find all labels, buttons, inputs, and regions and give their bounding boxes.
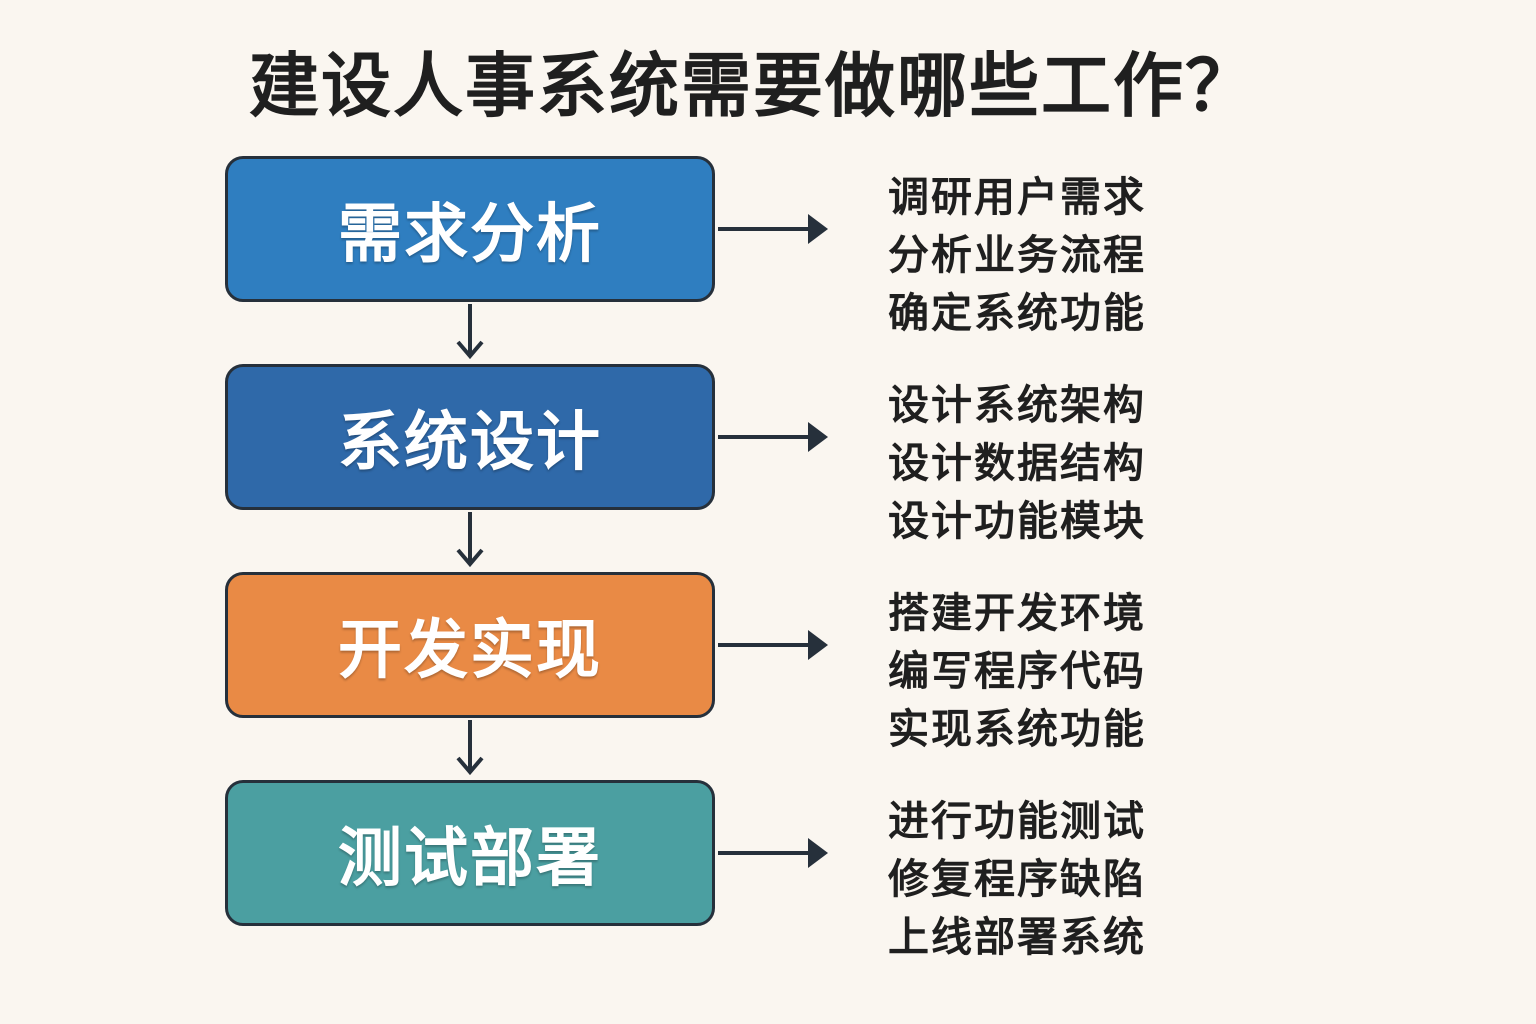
step-detail-item: 进行功能测试 [888,797,1146,845]
step-details-list: 设计系统架构设计数据结构设计功能模块 [888,376,1146,550]
step-box-requirements-analysis: 需求分析 [225,156,715,302]
step-label: 需求分析 [338,198,602,272]
step-detail-item: 分析业务流程 [888,231,1146,279]
step-detail-item: 实现系统功能 [888,705,1146,753]
step-detail-item: 上线部署系统 [888,913,1146,961]
step-details-list: 进行功能测试修复程序缺陷上线部署系统 [888,792,1146,966]
step-detail-item: 设计系统架构 [888,381,1146,429]
down-arrow-icon [456,720,484,776]
down-arrow-icon [456,304,484,360]
step-details-list: 搭建开发环境编写程序代码实现系统功能 [888,584,1146,758]
right-arrow-icon [718,422,828,452]
step-detail-item: 修复程序缺陷 [888,855,1146,903]
step-details-list: 调研用户需求分析业务流程确定系统功能 [888,168,1146,342]
step-detail-item: 调研用户需求 [888,173,1146,221]
step-detail-item: 编写程序代码 [888,647,1146,695]
step-label: 开发实现 [338,614,602,688]
step-box-testing-deployment: 测试部署 [225,780,715,926]
step-box-system-design: 系统设计 [225,364,715,510]
right-arrow-icon [718,838,828,868]
step-box-development: 开发实现 [225,572,715,718]
step-detail-item: 搭建开发环境 [888,589,1146,637]
page-title: 建设人事系统需要做哪些工作？ [249,45,1257,127]
step-label: 系统设计 [338,406,602,480]
step-label: 测试部署 [338,822,602,896]
down-arrow-icon [456,512,484,568]
step-detail-item: 确定系统功能 [888,289,1146,337]
step-detail-item: 设计功能模块 [888,497,1146,545]
step-detail-item: 设计数据结构 [888,439,1146,487]
right-arrow-icon [718,214,828,244]
right-arrow-icon [718,630,828,660]
